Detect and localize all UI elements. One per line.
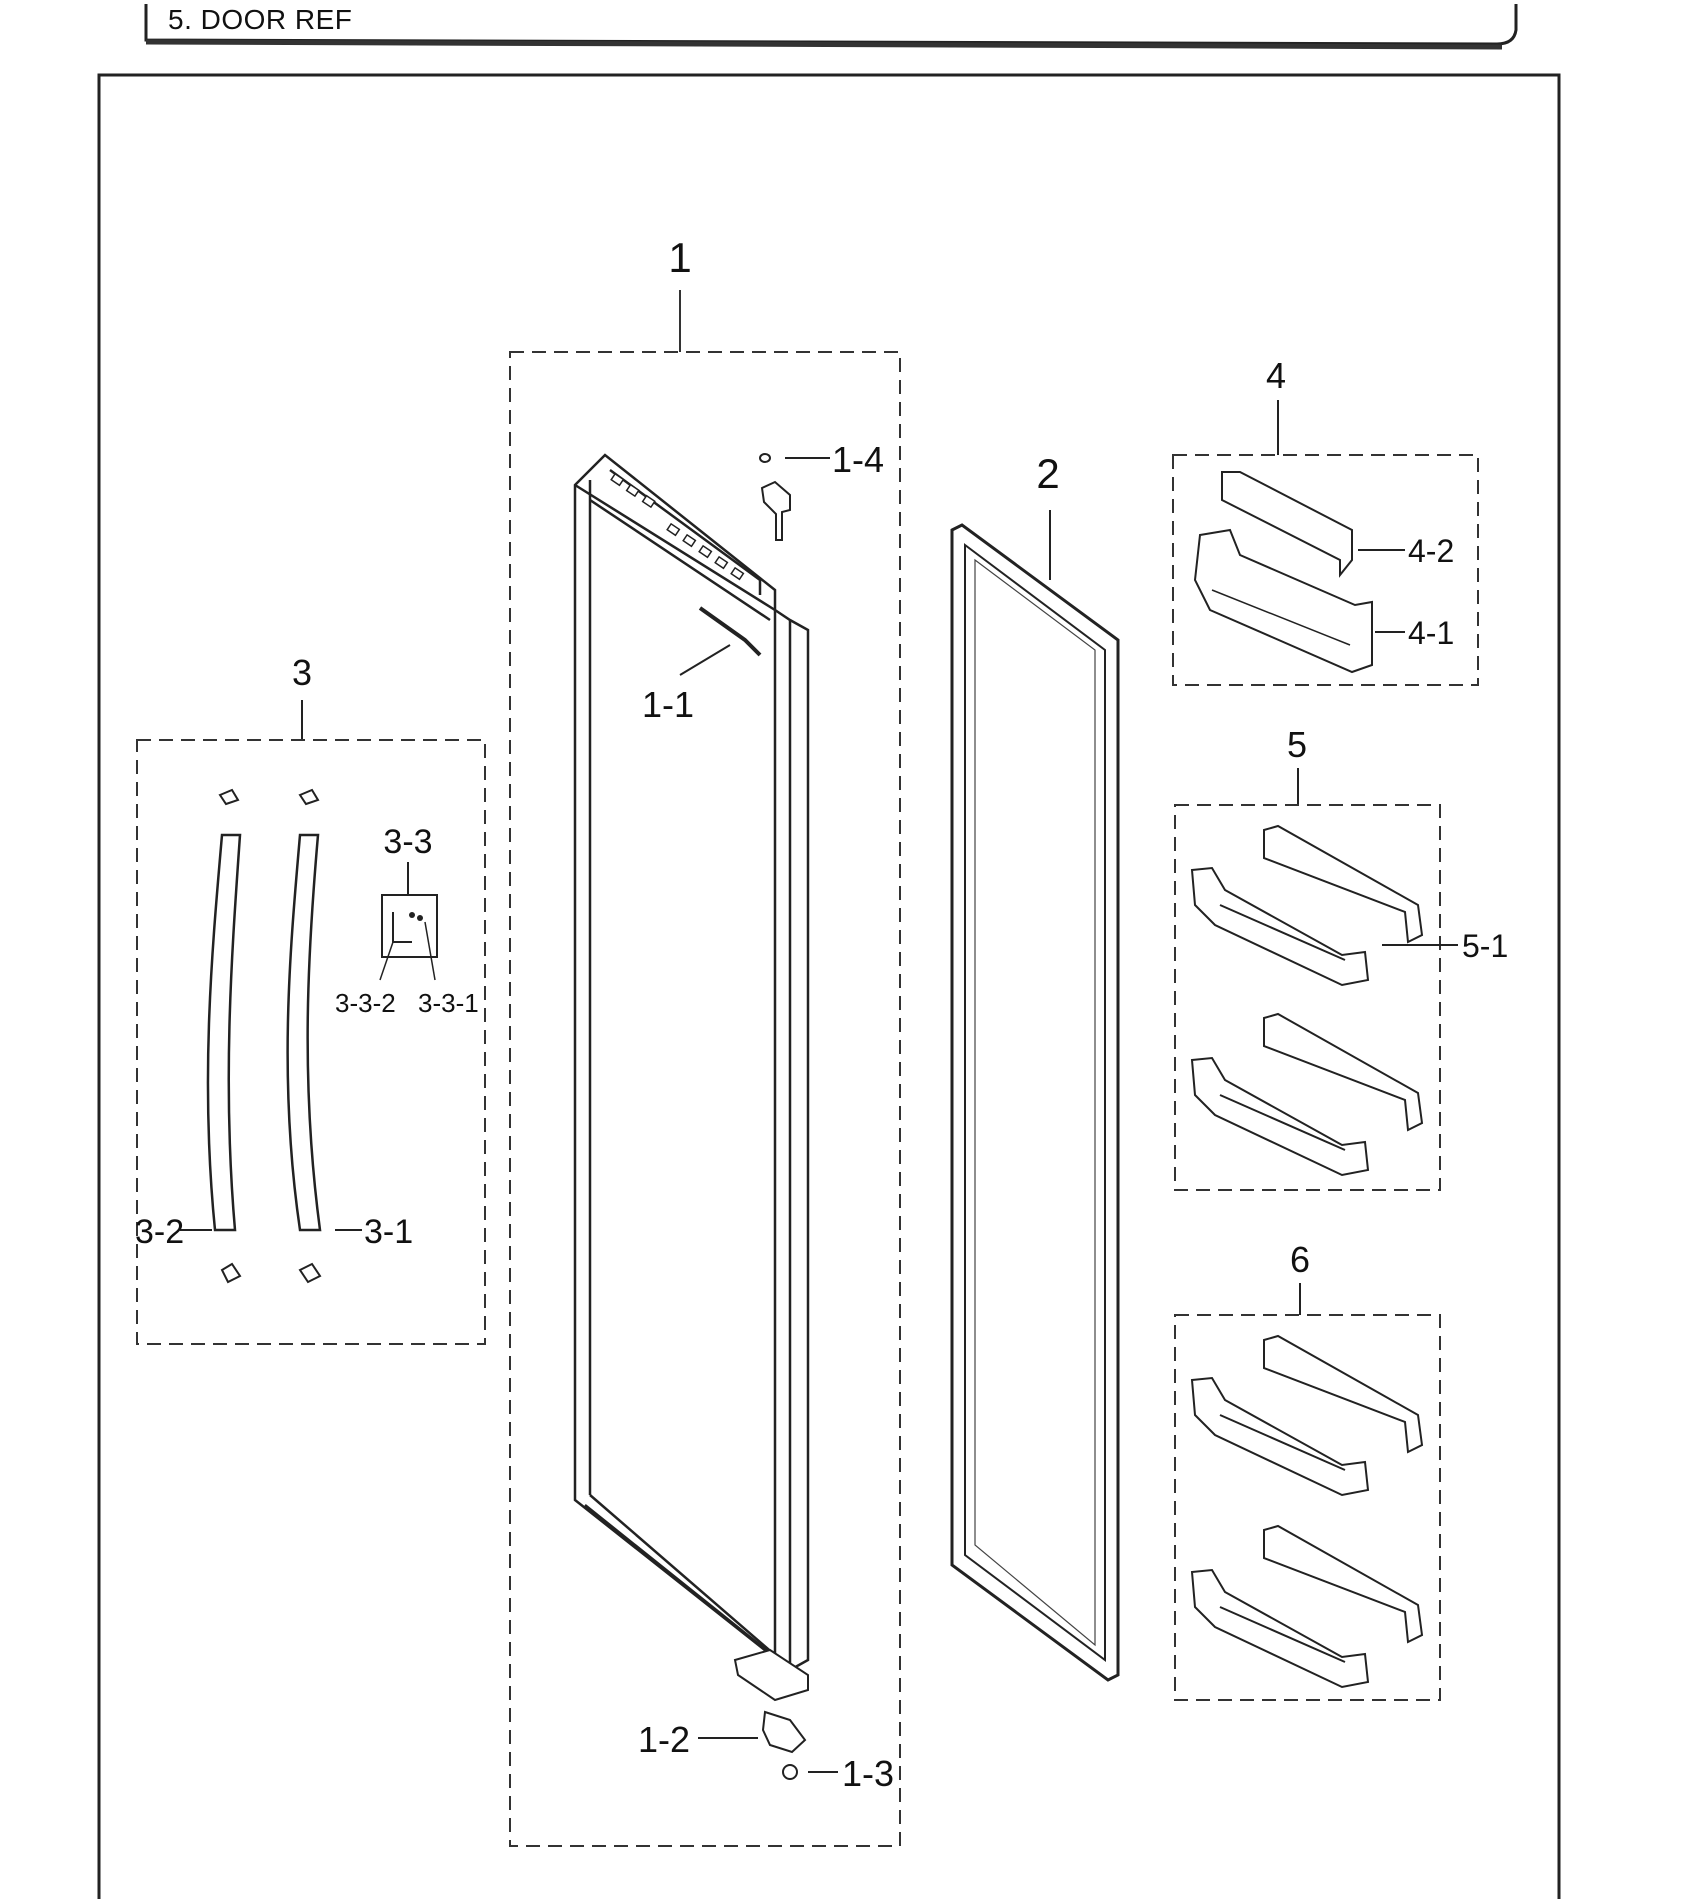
guard-bottom-boundary	[1174, 1314, 1441, 1701]
door-logo-mark	[698, 606, 762, 657]
callout-2: 2	[1036, 450, 1059, 497]
leader-3-3-2	[379, 941, 394, 981]
callout-1-3: 1-3	[842, 1753, 894, 1794]
handle-left-top-cap	[218, 788, 240, 806]
callout-5-1: 5-1	[1462, 928, 1508, 964]
guard-bottom-bin-lower	[1190, 1524, 1424, 1689]
handle-right	[286, 833, 322, 1232]
handle-assembly-group: 3 3-2 3-1 3-3 3-3-2 3-3-1	[135, 652, 486, 1345]
callout-3-3-1: 3-3-1	[418, 988, 479, 1018]
callout-4: 4	[1266, 355, 1286, 396]
leader-1-1	[679, 644, 731, 676]
guard-bottom-bin-upper	[1190, 1334, 1424, 1497]
callout-3-2: 3-2	[135, 1213, 184, 1251]
door-panel	[573, 453, 810, 1672]
callout-1-2: 1-2	[638, 1719, 690, 1760]
door-gasket-inner	[964, 543, 1106, 1662]
guard-assembly-middle-group: 5 5-1	[1174, 724, 1508, 1191]
section-header: 5. DOOR REF	[142, 0, 1522, 50]
diagram-frame	[97, 73, 1561, 1899]
hinge-cap	[760, 480, 791, 541]
guard-middle-bin-upper	[1190, 824, 1424, 987]
section-title: 5. DOOR REF	[168, 4, 353, 35]
hinge-bushing	[782, 1764, 798, 1780]
door-assembly-group: 1 1-1 1-4	[509, 234, 901, 1847]
callout-1: 1	[668, 234, 691, 281]
callout-5: 5	[1287, 724, 1307, 765]
lower-hinge	[761, 1710, 807, 1754]
callout-1-4: 1-4	[832, 439, 884, 480]
callout-3-1: 3-1	[364, 1213, 413, 1251]
header-bracket	[144, 4, 1518, 50]
handle-right-top-cap	[298, 788, 320, 806]
callout-3-3-2: 3-3-2	[335, 988, 396, 1018]
screw-kit-screw-a	[409, 912, 415, 918]
callout-4-1: 4-1	[1408, 615, 1454, 651]
callout-6: 6	[1290, 1239, 1310, 1280]
door-top-vents	[610, 472, 745, 581]
door-gasket-lip	[974, 558, 1096, 1647]
hinge-cap-screw	[759, 453, 771, 463]
door-gasket-outer	[950, 523, 1120, 1682]
guard-assembly-top-group: 4 4-2 4-1	[1172, 355, 1479, 686]
guard-top-boundary	[1172, 454, 1479, 686]
guard-cover	[1221, 471, 1353, 578]
callout-1-1: 1-1	[642, 684, 694, 725]
handle-right-bottom-cap	[298, 1262, 322, 1284]
lower-hinge-plate	[733, 1648, 809, 1702]
handle-left	[206, 833, 242, 1232]
door-assembly-boundary	[509, 351, 901, 1847]
callout-3-3: 3-3	[383, 823, 432, 861]
gasket-group: 2	[950, 450, 1120, 1682]
guard-middle-boundary	[1174, 804, 1441, 1191]
guard-middle-bin-lower	[1190, 1012, 1424, 1177]
handle-assembly-boundary	[136, 739, 486, 1345]
screw-kit-screw-b	[417, 915, 423, 921]
handle-left-bottom-cap	[220, 1262, 242, 1284]
callout-3: 3	[292, 652, 312, 693]
leader-3-3-1	[424, 921, 436, 981]
callout-4-2: 4-2	[1408, 533, 1454, 569]
guard-assembly-bottom-group: 6	[1174, 1239, 1441, 1701]
guard-bin-lip	[1211, 589, 1351, 646]
